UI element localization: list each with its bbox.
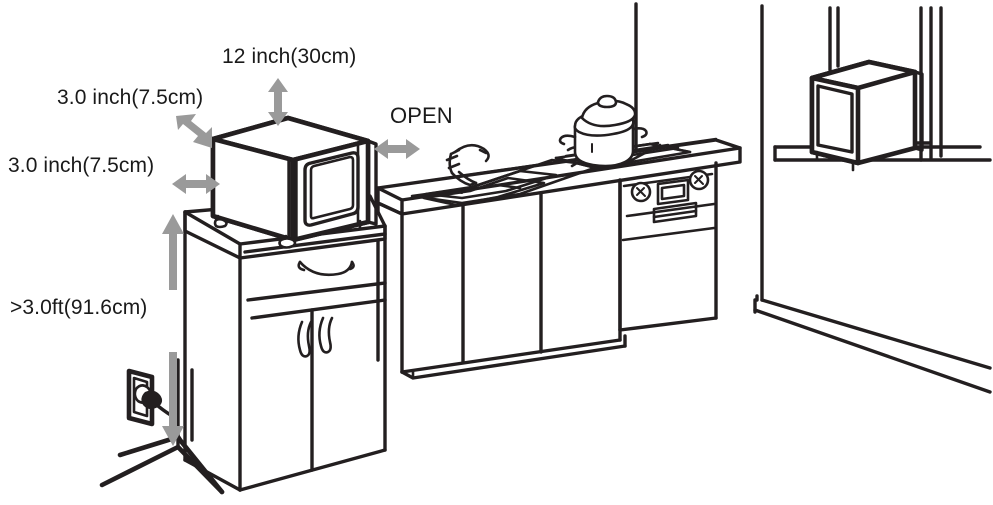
left-clearance-arrow <box>172 174 220 194</box>
cooking-pot <box>558 94 648 168</box>
microwave-oven-foreground <box>210 115 378 249</box>
microwave-oven-background <box>773 59 992 172</box>
floor-height-label: >3.0ft(91.6cm) <box>10 296 148 319</box>
top-clearance-label: 12 inch(30cm) <box>222 45 357 68</box>
left-clearance-label: 3.0 inch(7.5cm) <box>8 154 155 177</box>
floor-height-arrow <box>162 214 184 446</box>
top-clearance-arrow <box>268 78 288 126</box>
oven-front <box>618 161 718 332</box>
upper-left-clearance-label: 3.0 inch(7.5cm) <box>57 86 204 109</box>
floor-baseboard <box>99 358 225 495</box>
lower-cabinets <box>376 180 627 380</box>
door-open-arrow <box>374 139 420 159</box>
faucet <box>445 143 490 187</box>
door-open-label: OPEN <box>390 103 453 128</box>
upper-left-clearance-arrow <box>176 114 212 148</box>
